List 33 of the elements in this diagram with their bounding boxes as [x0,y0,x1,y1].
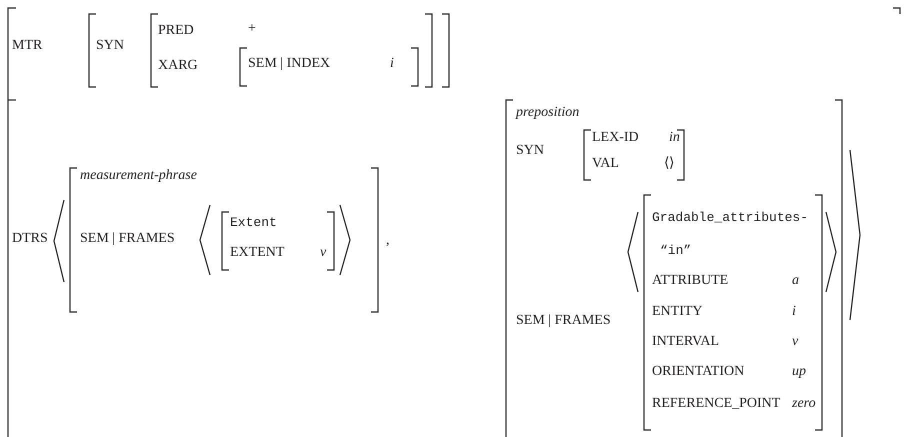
feature-value: i [792,304,796,319]
feature-value: v [320,246,326,260]
feature-value: v [792,334,798,349]
comma: , [386,234,390,248]
feature-name: ATTRIBUTE [652,274,728,288]
feature-path: SEM | FRAMES [516,314,611,328]
feature-name: VAL [592,156,619,171]
empty-list: ⟨⟩ [664,156,674,171]
lexical-unit: “in” [660,244,692,258]
feature-name: XARG [158,58,198,73]
feature-name: EXTENT [230,246,284,260]
type-name: measurement-phrase [80,168,197,183]
feature-name: ENTITY [652,304,703,319]
frame-name: Gradable_attributes- [652,211,808,224]
type-name: preposition [516,106,580,120]
feature-name: INTERVAL [652,334,720,349]
feature-name: SYN [96,38,124,53]
feature-name: MTR [12,38,42,53]
feature-path: SEM | FRAMES [80,232,175,246]
feature-name: SYN [516,144,544,158]
feature-name: LEX-ID [592,130,639,145]
frame-name: Extent [230,216,277,230]
feature-value: in [669,130,680,145]
feature-name: PRED [158,24,194,38]
feature-path: SEM | INDEX [248,56,330,71]
feature-name: ORIENTATION [652,364,744,379]
feature-value: up [792,364,806,379]
feature-value: i [390,56,394,71]
feature-value: + [248,22,256,36]
feature-name: DTRS [12,232,48,246]
feature-value: zero [792,396,816,411]
feature-name: REFERENCE_POINT [652,396,780,411]
feature-value: a [792,274,799,288]
